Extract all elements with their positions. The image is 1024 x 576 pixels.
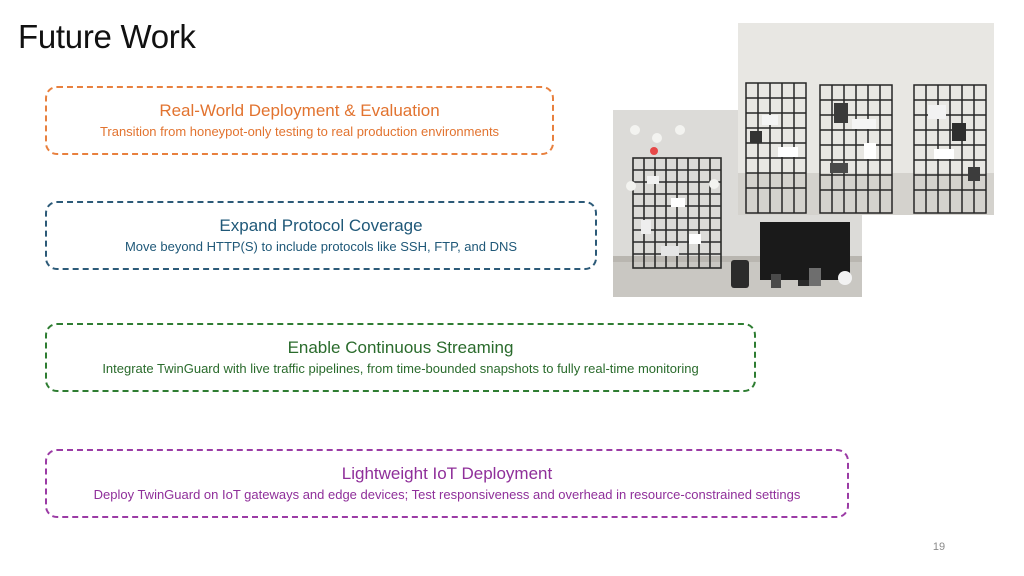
card-description: Move beyond HTTP(S) to include protocols… bbox=[124, 239, 518, 254]
card-title: Expand Protocol Coverage bbox=[219, 216, 423, 235]
future-work-card-deployment: Real-World Deployment & Evaluation Trans… bbox=[45, 86, 554, 155]
future-work-card-iot: Lightweight IoT Deployment Deploy TwinGu… bbox=[45, 449, 849, 518]
card-title: Enable Continuous Streaming bbox=[287, 338, 514, 357]
page-number: 19 bbox=[932, 541, 946, 553]
future-work-card-protocols: Expand Protocol Coverage Move beyond HTT… bbox=[45, 201, 597, 270]
card-description: Transition from honeypot-only testing to… bbox=[99, 124, 500, 139]
card-title: Real-World Deployment & Evaluation bbox=[159, 101, 440, 120]
future-work-card-streaming: Enable Continuous Streaming Integrate Tw… bbox=[45, 323, 756, 392]
card-description: Integrate TwinGuard with live traffic pi… bbox=[102, 361, 699, 376]
iot-testbed-photo-back bbox=[738, 23, 994, 215]
slide-title: Future Work bbox=[18, 18, 196, 55]
card-description: Deploy TwinGuard on IoT gateways and edg… bbox=[93, 487, 801, 502]
card-title: Lightweight IoT Deployment bbox=[341, 464, 553, 483]
